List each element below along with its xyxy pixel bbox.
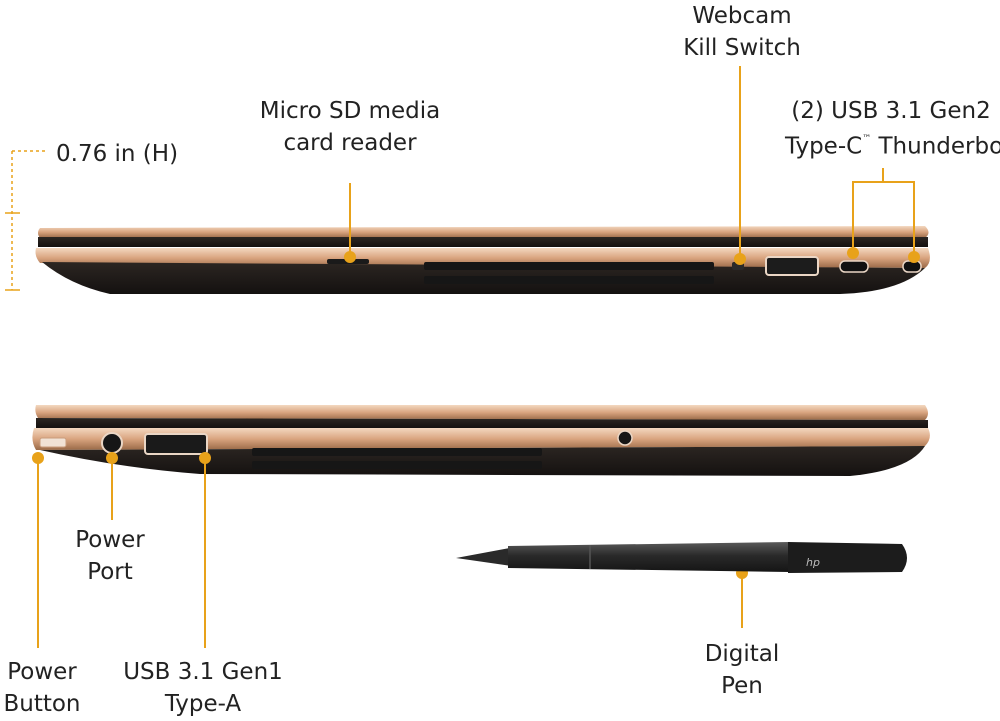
usb-c-label-line2: Type-C™ Thunderbolt (785, 127, 1000, 163)
height-label: 0.76 in (H) (56, 138, 178, 170)
pen-tip (456, 548, 512, 566)
power-port-label-line1: Power (75, 527, 145, 553)
pen-logo-mark: hp (806, 556, 820, 569)
digital-pen: hp (456, 542, 907, 573)
trademark-mark: ™ (862, 134, 872, 144)
usb-a-label-line2: Type-A (164, 691, 242, 717)
audio-jack (617, 430, 633, 446)
webcam-label-line1: Webcam (692, 3, 792, 29)
digital-pen-label: Digital Pen (692, 638, 792, 702)
usb-c-type-text: Type-C (785, 133, 863, 160)
height-indicator (5, 150, 45, 291)
bottom-leader-lines (37, 458, 743, 648)
thunderbolt-text: Thunderbolt (878, 133, 1000, 160)
laptop-left-side (32, 405, 930, 476)
lid-dark-band-left (36, 418, 928, 428)
vent-grille-left (252, 448, 542, 469)
webcam-label-line2: Kill Switch (683, 35, 801, 61)
power-port-label-line2: Port (87, 559, 133, 585)
micro-sd-label: Micro SD media card reader (258, 95, 442, 159)
height-label-text: 0.76 in (H) (56, 141, 179, 167)
usb-a-label-line1: USB 3.1 Gen1 (123, 659, 283, 685)
pen-cap (788, 542, 907, 573)
base-copper-edge-left (32, 428, 930, 450)
digital-pen-label-line1: Digital (704, 641, 780, 667)
usb-c-port-1 (839, 260, 869, 273)
power-port-label: Power Port (60, 524, 160, 588)
power-button-key (39, 437, 67, 448)
top-leader-lines (349, 66, 915, 258)
vent-grille (424, 262, 714, 284)
power-port-jack (101, 432, 123, 454)
usb-a-port-right (765, 256, 819, 276)
power-button-label-line1: Power (7, 659, 77, 685)
usb-c-label: (2) USB 3.1 Gen2 Type-C™ Thunderbolt (785, 95, 1000, 163)
top-leader-dots (344, 247, 920, 265)
usb-a-label: USB 3.1 Gen1 Type-A (118, 656, 288, 720)
micro-sd-label-line2: card reader (283, 130, 417, 156)
power-button-label-line2: Button (3, 691, 81, 717)
digital-pen-label-line2: Pen (721, 673, 763, 699)
webcam-label: Webcam Kill Switch (672, 0, 812, 64)
laptop-right-side (35, 226, 930, 294)
usb-a-port-left (144, 433, 208, 455)
lid-dark-band (38, 237, 928, 247)
usb-c-label-line1: (2) USB 3.1 Gen2 (791, 98, 991, 124)
lid-top-edge-left (35, 405, 929, 420)
pen-body (508, 542, 790, 572)
power-button-label: Power Button (0, 656, 84, 720)
micro-sd-label-line1: Micro SD media (259, 98, 441, 124)
lid-top-edge (38, 226, 929, 238)
